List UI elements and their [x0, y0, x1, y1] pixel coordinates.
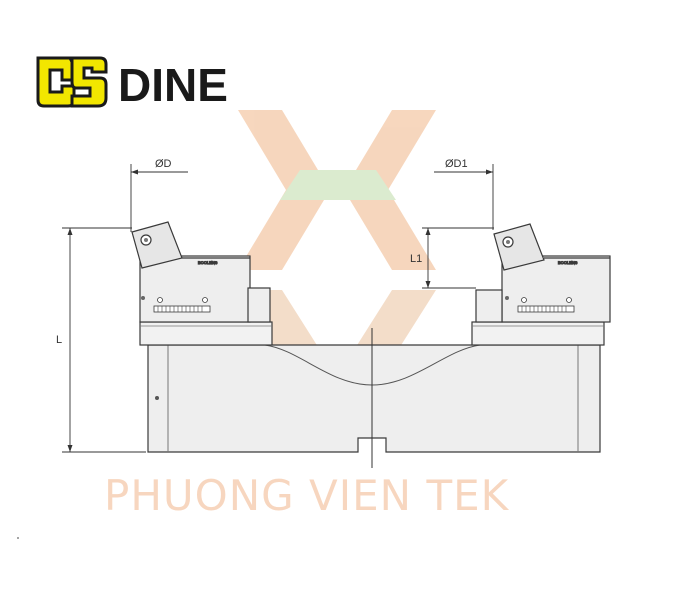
cartridge-right-insert-holder	[493, 223, 545, 271]
cartridge-left-scale-ticks	[157, 306, 203, 312]
base-outline	[147, 344, 601, 453]
dimension-l: L	[56, 227, 146, 453]
dimension-od1-arrow	[486, 169, 493, 175]
base-screw-hole	[155, 396, 159, 400]
dimension-l-label: L	[56, 334, 62, 346]
brand-name: DINE	[118, 59, 228, 111]
logo-mark-inner	[70, 56, 108, 108]
dimension-l-arrow-bottom	[67, 445, 73, 452]
dimension-od-label: ØD	[155, 158, 172, 170]
cartridge-right-scale-ticks	[521, 306, 567, 312]
cartridge-right-side-screw	[505, 296, 509, 300]
cartridge-left-side-block	[247, 287, 271, 323]
watermark-text: PHUONG VIEN TEK	[104, 471, 510, 520]
stray-dot	[17, 537, 19, 539]
cartridge-left-engraving: BOOLENS	[198, 260, 218, 265]
bridge-plate-right	[471, 321, 605, 346]
cartridge-left: BOOLENS	[131, 221, 271, 323]
bridge-plate-left	[139, 321, 273, 346]
dimension-l-arrow-top	[67, 228, 73, 235]
tool-base	[147, 344, 601, 453]
dimension-od-arrow	[131, 169, 138, 175]
brand-logo: DINE	[36, 56, 228, 111]
logo-mark-outer	[36, 56, 76, 108]
dimension-l1-label: L1	[410, 253, 422, 265]
dimension-od: ØD	[130, 158, 188, 232]
dimension-od1-label: ØD1	[445, 158, 468, 170]
cartridge-left-insert-screw-inner	[144, 238, 148, 242]
cartridge-right: BOOLENS	[475, 223, 611, 323]
dimension-l1-arrow-bottom	[425, 281, 431, 288]
cartridge-right-side-block	[475, 289, 503, 323]
cartridge-left-dial-a	[157, 297, 163, 303]
dimension-od1: ØD1	[434, 158, 494, 230]
cartridge-left-dial-b	[202, 297, 208, 303]
dimension-l1: L1	[410, 227, 494, 289]
cartridge-left-side-screw	[141, 296, 145, 300]
dimension-l1-arrow-top	[425, 228, 431, 235]
cartridge-right-dial-b	[566, 297, 572, 303]
cartridge-right-dial-a	[521, 297, 527, 303]
cartridge-right-engraving: BOOLENS	[558, 260, 578, 265]
watermark-center-green	[280, 170, 396, 200]
cartridge-right-insert-screw-inner	[506, 240, 510, 244]
